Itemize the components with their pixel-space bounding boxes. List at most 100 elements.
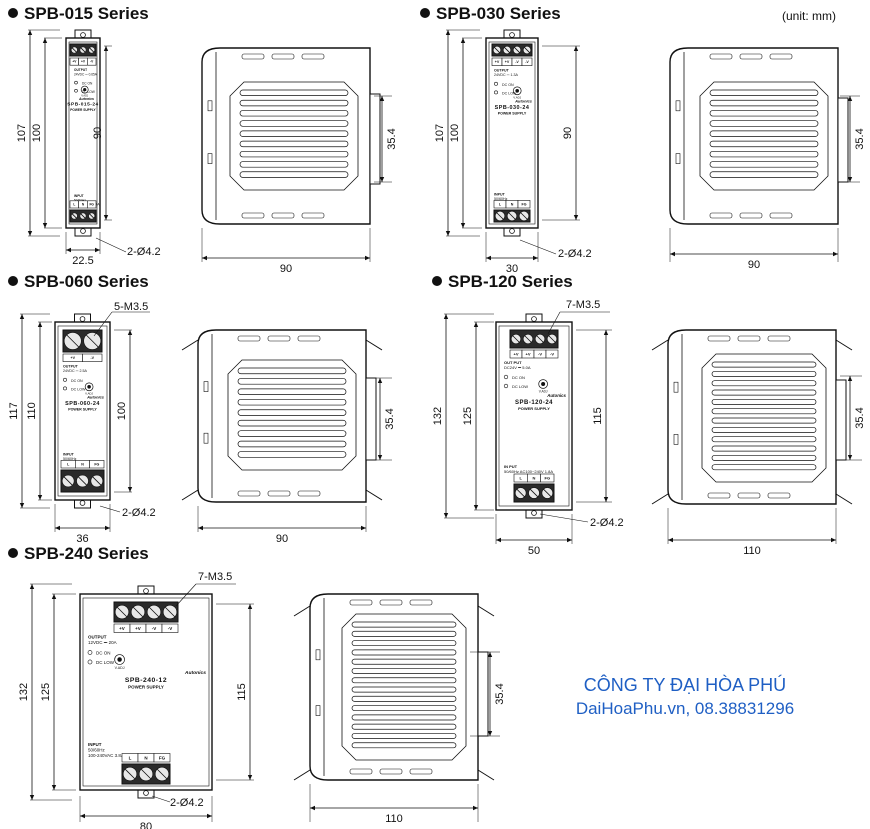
spb015-width-label: 22.5 — [72, 255, 93, 267]
led-icon — [87, 659, 93, 665]
arrowhead — [496, 537, 501, 543]
bottom-vent-slot — [409, 768, 433, 775]
brand-logo: Autonics — [546, 393, 566, 398]
spb240-side-width-label: 110 — [385, 813, 403, 825]
input-spec: 50/60Hz AC100~240V 1.8A — [504, 469, 553, 474]
section-title-spb-240: SPB-240 Series — [8, 544, 149, 564]
output-heading: OUTPUT — [74, 68, 87, 72]
terminal-label: FG — [89, 203, 94, 207]
spb060-width-label: 36 — [76, 533, 88, 545]
arrowhead — [365, 255, 370, 261]
latch-notch — [203, 432, 209, 444]
spb015-holes-label: 2-Ø4.2 — [127, 246, 161, 258]
spb015-height-body-label: 100 — [31, 124, 43, 142]
spb060-pitch-label: 35.4 — [384, 408, 396, 429]
vent-slot — [237, 409, 347, 416]
terminal-label: +V — [81, 60, 86, 64]
adjust-knob-icon — [512, 86, 522, 96]
screw-slot — [164, 606, 176, 618]
side-view — [669, 47, 839, 225]
vent-slot — [237, 440, 347, 448]
arrowhead — [105, 525, 110, 531]
terminal-label: +V — [525, 352, 530, 357]
arrowhead — [847, 96, 853, 101]
vent-area — [227, 359, 357, 471]
terminal-label: N — [533, 476, 536, 481]
spb060-screws-label: 5-M3.5 — [114, 301, 148, 313]
terminal-label: L — [73, 203, 75, 207]
spb015-pitch-label: 35.4 — [386, 128, 398, 149]
terminal-label: -V — [152, 626, 157, 631]
side-body — [201, 47, 371, 225]
bullet-icon — [432, 276, 442, 286]
screw-slot — [504, 47, 510, 53]
vent-slot — [239, 99, 349, 107]
arrowhead — [567, 537, 572, 543]
side-view — [667, 329, 837, 505]
vent-area — [229, 81, 359, 191]
vent-slot — [239, 130, 349, 137]
vent-slot — [351, 695, 457, 702]
screw-slot — [508, 212, 516, 220]
spb060-height-inner-label: 100 — [116, 402, 128, 420]
vent-slot — [351, 742, 457, 749]
vent-slot — [711, 398, 817, 405]
arrowhead — [103, 215, 109, 220]
top-vent-slot — [709, 53, 733, 60]
bottom-vent-slot — [237, 490, 261, 497]
brand-logo: Autonics — [514, 98, 533, 103]
screw-slot — [116, 606, 128, 618]
arrowhead — [247, 775, 253, 780]
spb060-holes-label: 2-Ø4.2 — [122, 507, 156, 519]
led-icon — [503, 374, 509, 380]
adjust-knob-icon — [114, 654, 125, 665]
brand-logo: Autonics — [184, 670, 206, 676]
spb015-side-width-label: 90 — [280, 263, 292, 275]
arrowhead — [29, 584, 35, 589]
screw-slot — [156, 768, 168, 780]
arrowhead — [103, 46, 109, 51]
arrowhead — [473, 805, 478, 811]
terminal-label: -V — [550, 352, 554, 357]
screw-slot — [63, 476, 73, 486]
led-icon — [87, 650, 93, 655]
front-panel — [82, 597, 210, 787]
arrowhead — [19, 503, 25, 508]
side-body — [669, 47, 839, 225]
terminal-label-cell — [540, 473, 555, 483]
arrowhead — [445, 231, 451, 236]
spb120-height-inner-label: 115 — [592, 407, 604, 425]
leader-line — [539, 513, 589, 523]
arrowhead — [473, 505, 479, 510]
spb015-height-outer-label: 107 — [16, 124, 28, 142]
terminal-label-cell — [153, 753, 171, 763]
output-heading: OUT PUT — [504, 360, 522, 365]
spb030-width-label: 30 — [506, 263, 518, 275]
arrowhead — [668, 537, 673, 543]
latch-notch — [315, 705, 321, 716]
vent-slot — [351, 677, 457, 684]
vent-slot — [351, 705, 457, 712]
bullet-icon — [8, 276, 18, 286]
latch-notch — [207, 100, 213, 112]
screw-slot — [89, 213, 95, 219]
bottom-vent-slot — [267, 490, 291, 497]
vent-slot — [239, 89, 349, 96]
input-heading: INPUT — [74, 194, 84, 198]
vent-slot — [711, 361, 817, 368]
adjust-knob-center — [83, 88, 87, 92]
arrowhead — [42, 38, 48, 43]
output-terminal-block — [113, 601, 179, 623]
bottom-vent-slot — [379, 768, 403, 775]
vent-slot — [237, 388, 347, 395]
spb060-side-width-label: 90 — [276, 533, 288, 545]
terminal-label: +V — [135, 626, 141, 631]
arrowhead — [445, 30, 451, 35]
bottom-vent-slot — [767, 492, 791, 499]
screw-slot — [85, 334, 99, 348]
screw-slot — [80, 47, 86, 53]
section-title-spb-015: SPB-015 Series — [8, 4, 149, 24]
vent-slot — [237, 451, 347, 458]
output-terminal-block — [509, 329, 559, 349]
led-icon — [74, 89, 78, 93]
